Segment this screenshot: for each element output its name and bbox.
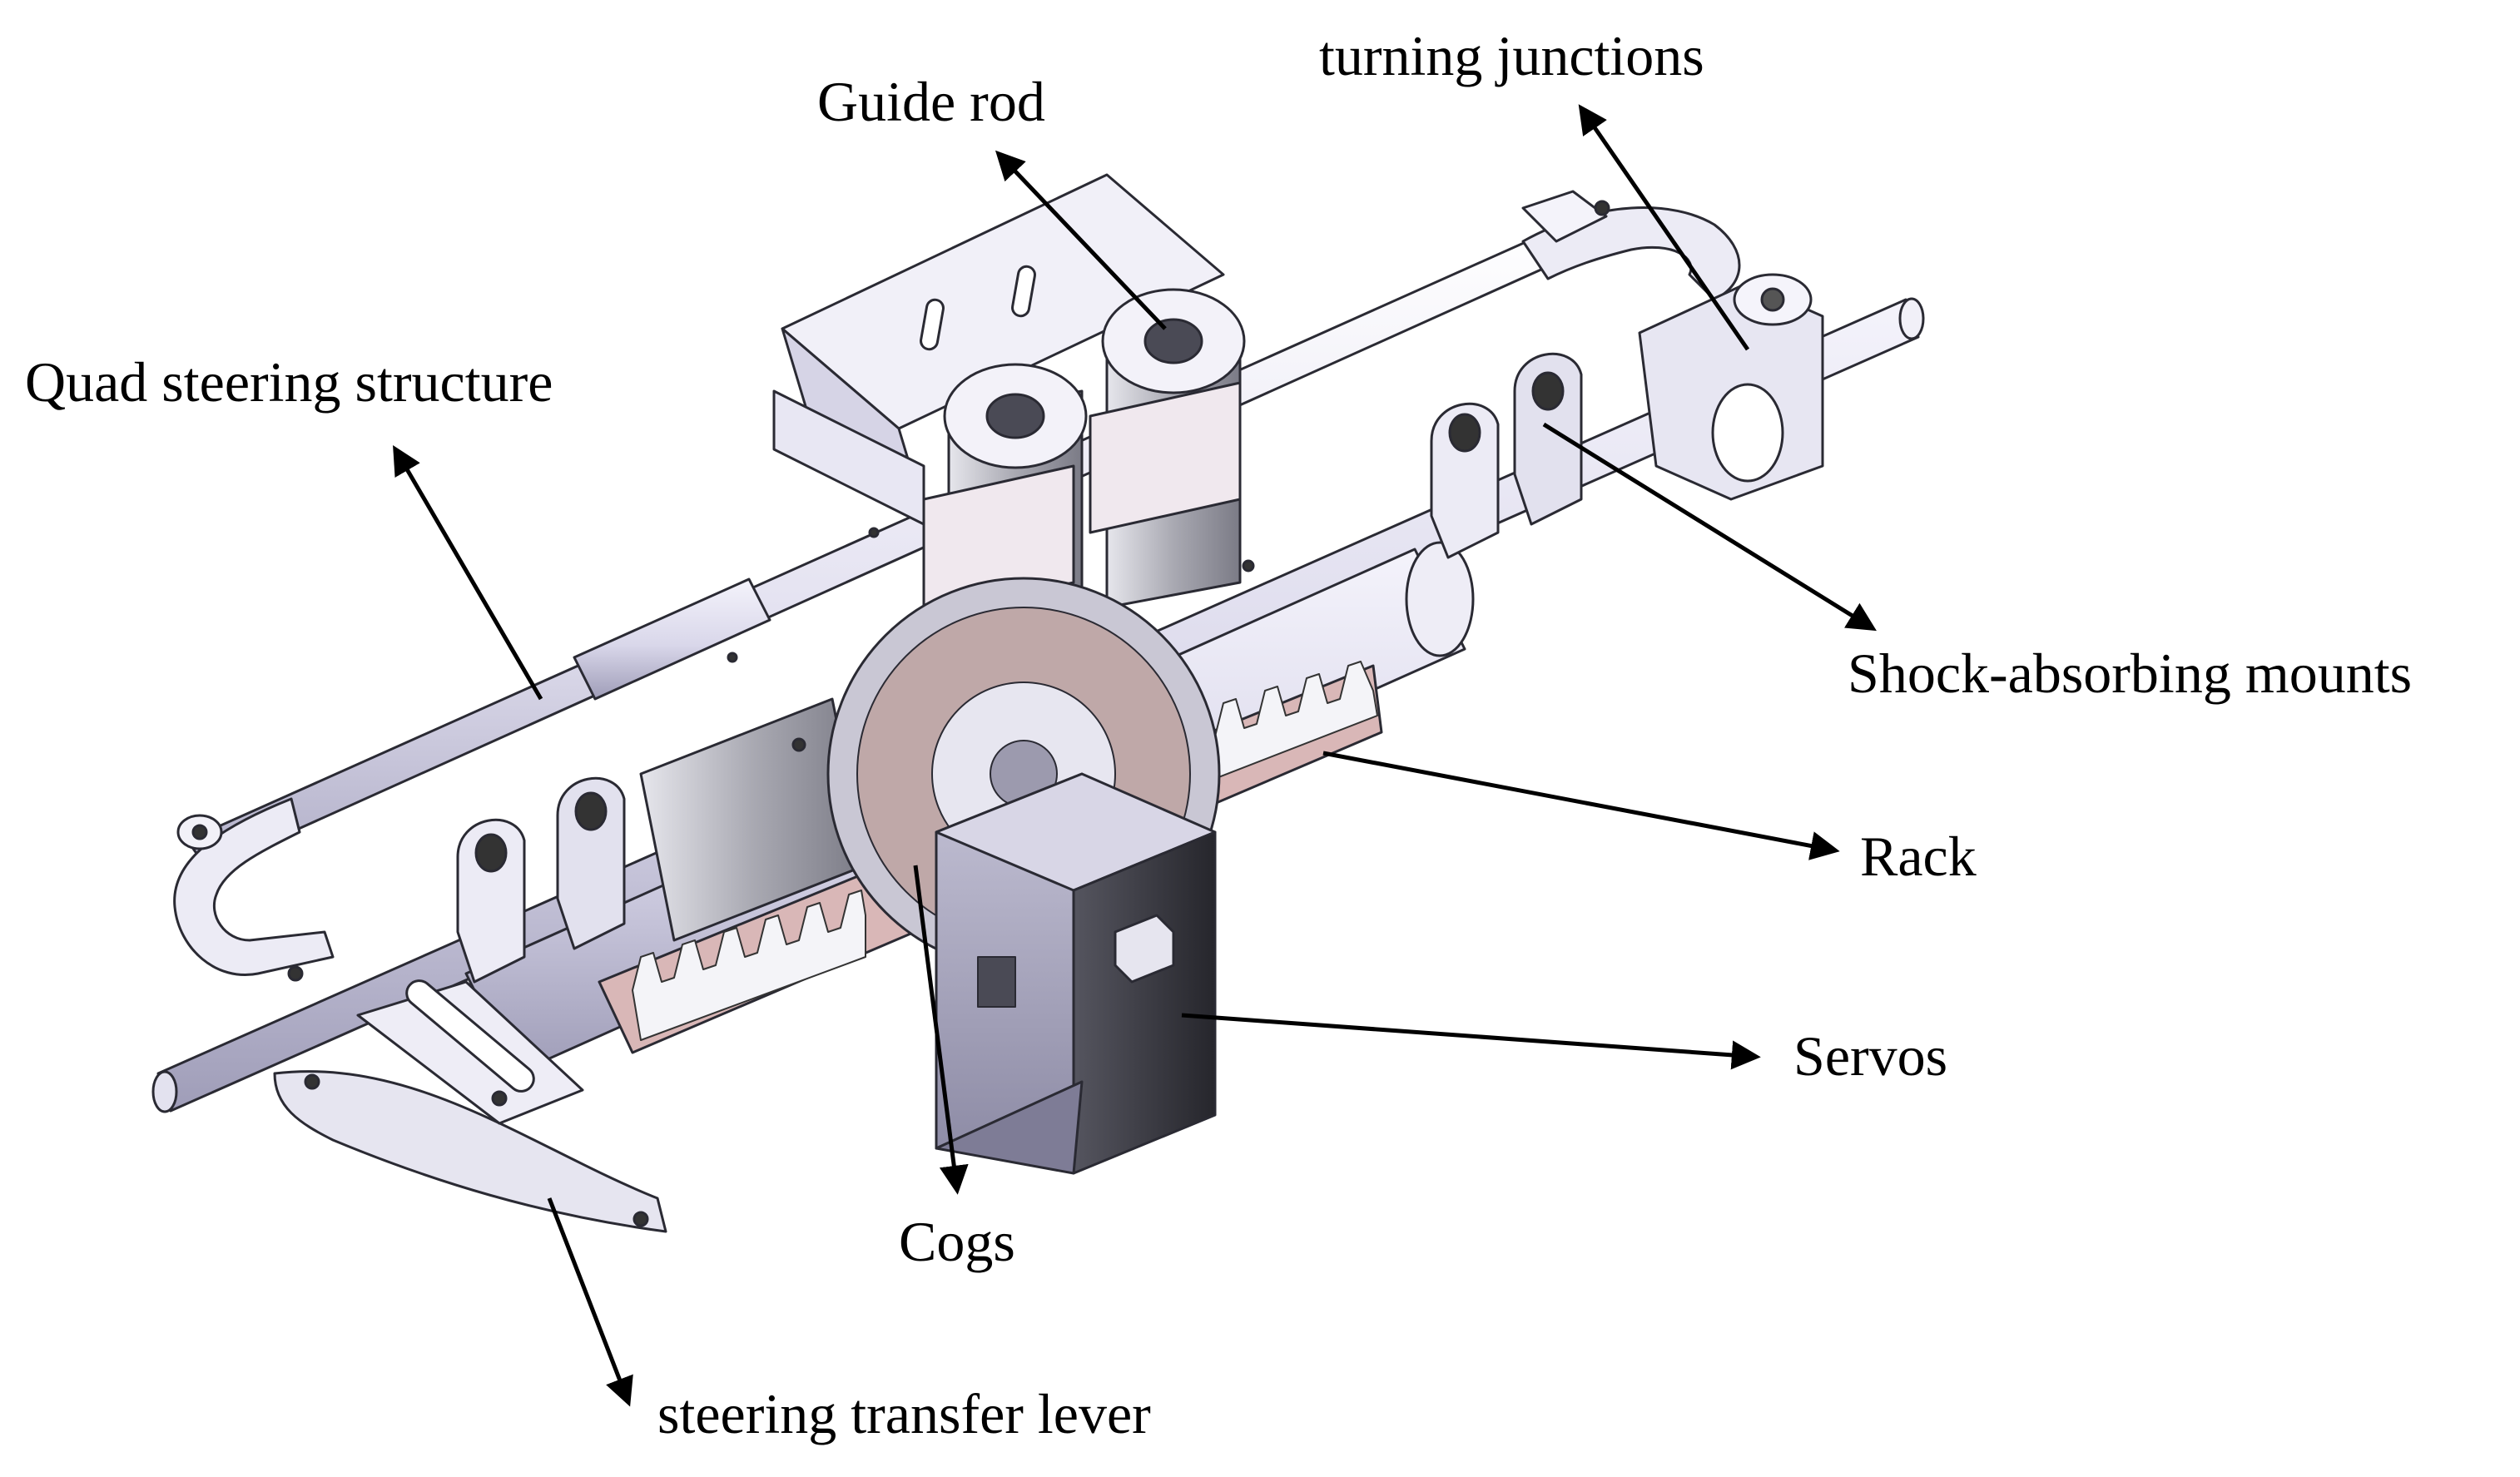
- arrow-steering-transfer-lever: [547, 1197, 633, 1407]
- arrow-turning-junctions: [1578, 104, 1750, 351]
- mechanism-parts: [151, 173, 1925, 1233]
- arrow-quad-steering-structure: [393, 444, 543, 701]
- guide-rod-sleeve-right: [1089, 381, 1242, 534]
- label-steering-transfer-lever: steering transfer lever: [657, 1382, 1151, 1445]
- shock-mount-right-b: [1513, 352, 1583, 526]
- arrow-guide-rod: [995, 150, 1167, 330]
- arrow-shock-absorbing-mounts: [1542, 422, 1877, 632]
- arrow-servos: [1181, 1013, 1761, 1070]
- tie-bar-sleeve: [573, 577, 771, 701]
- turning-junction-bracket: [1521, 190, 1608, 243]
- label-guide-rod: Guide rod: [817, 70, 1045, 133]
- leader-arrows: [393, 104, 1877, 1407]
- arrow-cogs: [913, 865, 969, 1195]
- label-shock-absorbing-mounts: Shock-absorbing mounts: [1848, 642, 2413, 705]
- shock-mount-left-a: [456, 818, 526, 984]
- label-cogs: Cogs: [899, 1210, 1015, 1273]
- servo-side: [1072, 830, 1217, 1175]
- shock-mount-right-a: [1430, 402, 1500, 559]
- label-servos: Servos: [1793, 1024, 1948, 1088]
- label-quad-steering-structure: Quad steering structure: [25, 350, 553, 414]
- servo-knob: [1114, 914, 1175, 984]
- label-rack: Rack: [1860, 825, 1977, 888]
- label-turning-junctions: turning junctions: [1319, 24, 1704, 87]
- shock-mount-left-b: [556, 776, 626, 950]
- arrow-rack: [1322, 751, 1840, 860]
- steering-transfer-lever: [273, 1070, 667, 1233]
